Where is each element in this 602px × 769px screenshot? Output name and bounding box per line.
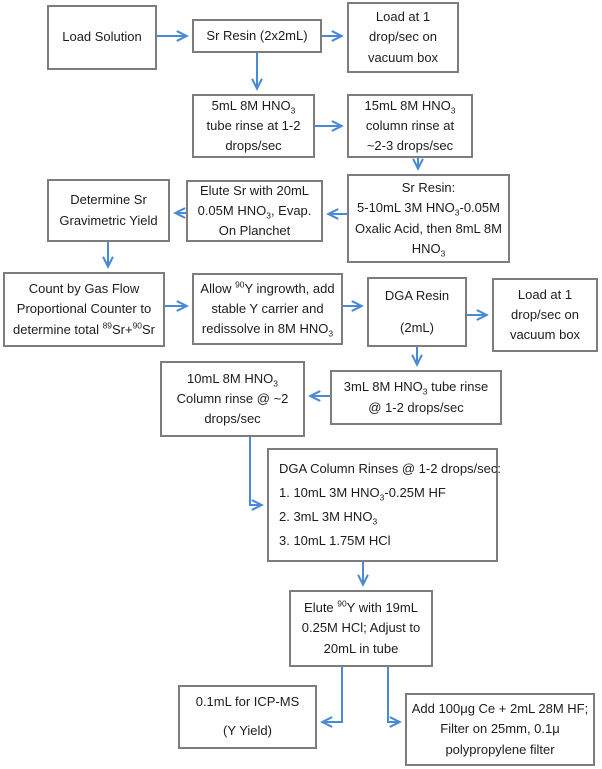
node-sr-resin: Sr Resin (2x2mL) [192, 19, 322, 53]
node-add-ce-filter: Add 100μg Ce + 2mL 28M HF;Filter on 25mm… [405, 693, 595, 766]
node-dga-column-rinses: DGA Column Rinses @ 1-2 drops/sec:1. 10m… [267, 448, 501, 562]
node-dga-resin: DGA Resin(2mL) [367, 277, 467, 347]
arrow-elute-y-to-add-ce [387, 666, 399, 722]
arrow-10ml-rinse-to-dga-rinses [249, 437, 261, 505]
node-icp-ms: 0.1mL for ICP-MS(Y Yield) [178, 685, 317, 749]
node-3ml-tube-rinse: 3mL 8M HNO3 tube rinse@ 1-2 drops/sec [330, 370, 502, 425]
arrow-elute-y-to-icp-ms [323, 666, 343, 722]
node-load-solution: Load Solution [47, 5, 157, 70]
